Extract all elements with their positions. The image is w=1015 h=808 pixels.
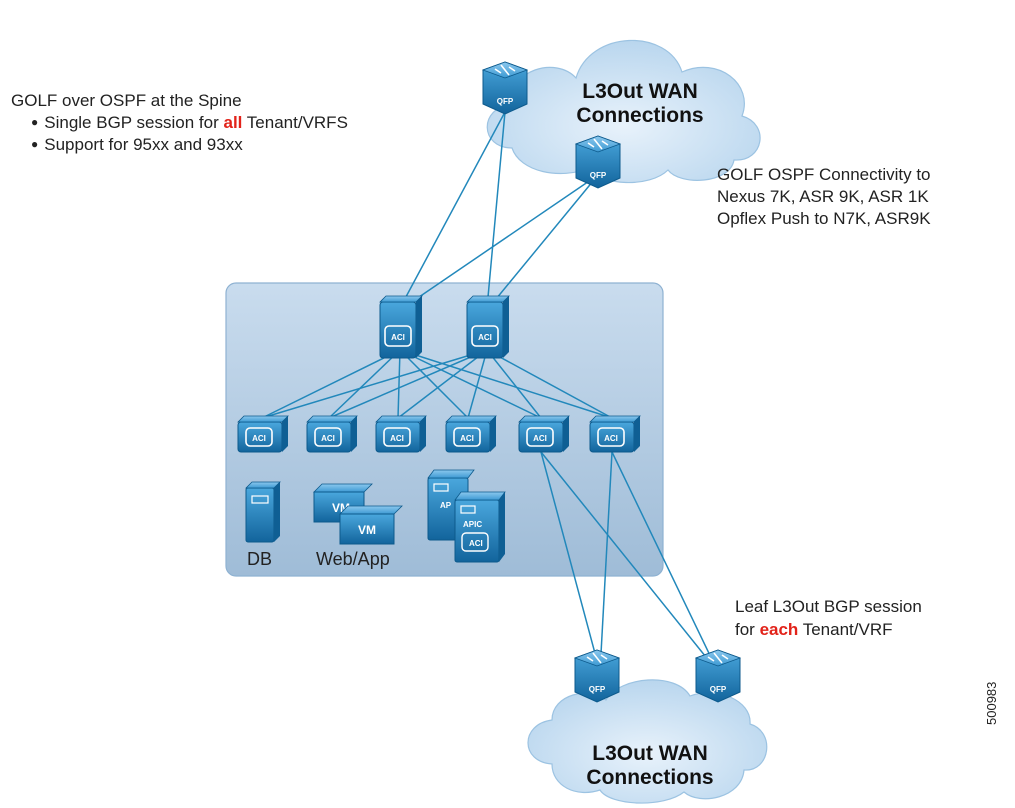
leaf-switch-2: ACI (306, 415, 358, 453)
golf-bullet-2: Support for 95xx and 93xx (31, 134, 242, 157)
figure-number: 500983 (984, 681, 999, 725)
db-server-icon (245, 481, 281, 543)
switch-label: ACI (391, 333, 405, 342)
top-cloud-line-2: Connections (576, 104, 704, 127)
switch-label: ACI (252, 434, 266, 443)
spine-switch-2: ACI (466, 295, 510, 359)
top-router-2: QFP (575, 135, 621, 189)
bottom-cloud-label: L3Out WAN Connections (570, 742, 730, 790)
switch-label: ACI (469, 539, 483, 548)
golf-bullet-1: Single BGP session for all Tenant/VRFS (31, 112, 348, 135)
vm-icon-front: VM (339, 505, 403, 545)
golf-bullet-1-pre: Single BGP session for (44, 113, 224, 132)
leaf-bgp-line-2: for each Tenant/VRF (735, 619, 893, 641)
golf-bullet-1-post: Tenant/VRFS (242, 113, 348, 132)
spine-switch-1: ACI (379, 295, 423, 359)
switch-label: ACI (478, 333, 492, 342)
leaf-bgp-line-2-post: Tenant/VRF (798, 620, 893, 639)
leaf-switch-6: ACI (589, 415, 641, 453)
router-label: QFP (590, 171, 607, 180)
golf-connectivity-line-1: GOLF OSPF Connectivity to (717, 165, 931, 184)
leaf-bgp-line-2-pre: for (735, 620, 760, 639)
switch-label: ACI (533, 434, 547, 443)
router-label: QFP (589, 685, 606, 694)
apic-back-label: AP (440, 501, 452, 510)
bottom-router-2: QFP (695, 649, 741, 703)
router-label: QFP (710, 685, 727, 694)
golf-bullet-1-emphasis: all (223, 113, 243, 132)
golf-connectivity-line-2: Nexus 7K, ASR 9K, ASR 1K (717, 187, 929, 206)
vm-label: VM (358, 523, 376, 537)
leaf-bgp-emphasis: each (759, 620, 799, 639)
bottom-cloud-line-1: L3Out WAN (592, 742, 708, 765)
top-router-1: QFP (482, 61, 528, 115)
webapp-label: Web/App (316, 549, 390, 569)
leaf-switch-4: ACI (445, 415, 497, 453)
links (261, 111, 719, 673)
top-cloud-label: L3Out WAN Connections (560, 80, 720, 128)
db-label: DB (247, 549, 273, 569)
apic-label: APIC (463, 520, 482, 529)
leaf-switch-1: ACI (237, 415, 289, 453)
bottom-router-1: QFP (574, 649, 620, 703)
golf-ospf-heading: GOLF over OSPF at the Spine (11, 91, 242, 110)
leaf-bgp-line-1: Leaf L3Out BGP session (735, 597, 922, 616)
switch-label: ACI (390, 434, 404, 443)
switch-label: ACI (604, 434, 618, 443)
router-label: QFP (497, 97, 514, 106)
bottom-cloud-line-2: Connections (586, 766, 714, 789)
bottom-cloud-shape (527, 679, 768, 804)
leaf-switch-3: ACI (375, 415, 427, 453)
apic-icon-front: APIC ACI (454, 491, 506, 563)
leaf-switch-5: ACI (518, 415, 570, 453)
golf-connectivity-line-3: Opflex Push to N7K, ASR9K (717, 209, 931, 228)
switch-label: ACI (321, 434, 335, 443)
top-cloud-line-1: L3Out WAN (582, 80, 698, 103)
switch-label: ACI (460, 434, 474, 443)
